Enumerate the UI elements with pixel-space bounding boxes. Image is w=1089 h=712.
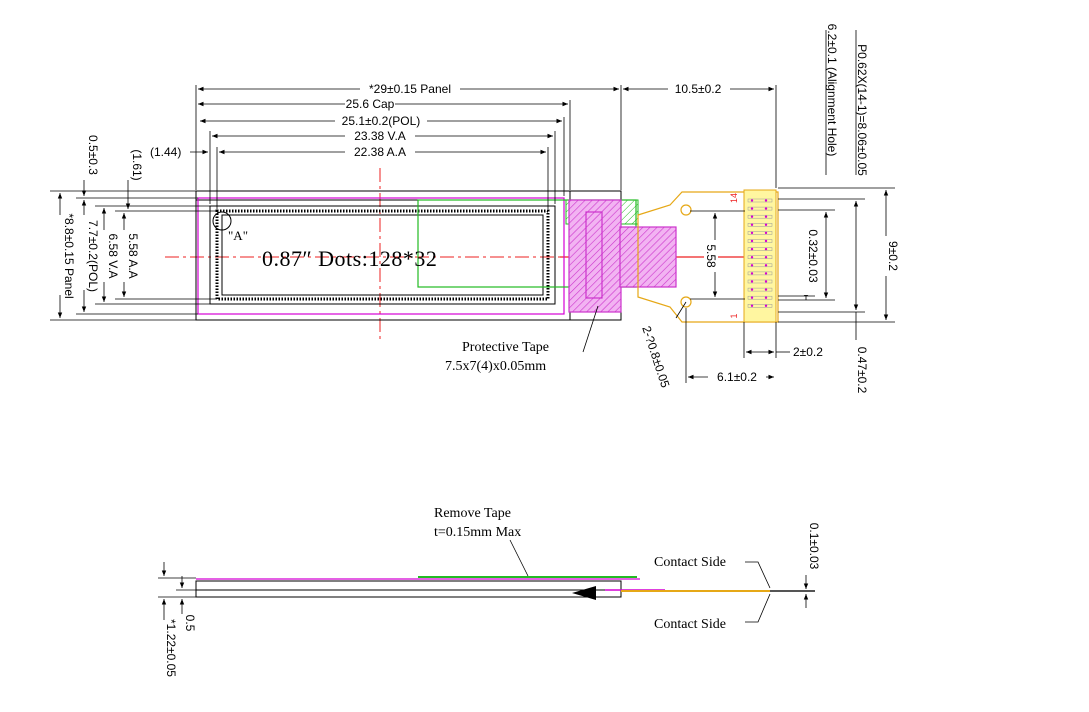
detail-a-circle [212, 211, 232, 231]
contact-side-bottom-leader [745, 593, 771, 623]
side-view: Remove Tape t=0.15mm Max Contact Side Co… [158, 506, 821, 677]
active-area-inner [221, 214, 544, 296]
fpc-protective-area [619, 226, 677, 288]
dim-cap: 25.6 Cap [346, 97, 395, 111]
fpc-pin-dot [750, 256, 754, 259]
fpc-pin [747, 255, 773, 259]
fpc-pin [747, 223, 773, 227]
remove-tape-title: Remove Tape [434, 506, 511, 521]
fpc-pin-dot [750, 223, 754, 226]
fpc-pin [747, 206, 773, 211]
fpc-pin-dot [764, 280, 768, 283]
polarizer-outline [197, 197, 565, 315]
dim-fpc-thickness: 0.1±0.03 [807, 523, 821, 570]
dim-pin-width: 0.32±0.03 [806, 229, 820, 283]
dim-pin-pitch: P0.62X(14-1)=8.06±0.05 [855, 44, 869, 176]
dim-0-47: 0.47±0.2 [855, 347, 869, 394]
fpc-pin-dot [764, 239, 768, 243]
fpc-pin-dot [764, 304, 768, 307]
fpc-pins [747, 198, 773, 308]
fpc-pin-dot [764, 288, 768, 291]
fpc-pin [747, 214, 773, 219]
dim-panel-width: *29±0.15 Panel [369, 82, 451, 96]
fpc-pin-dot [750, 304, 754, 307]
contact-side-top-leader [745, 561, 771, 589]
fpc-pin [747, 304, 773, 308]
contact-side-bottom: Contact Side [654, 617, 726, 632]
side-glass-top [195, 580, 622, 591]
fpc-pin-dot [764, 264, 768, 267]
dim-panel-height: *8.8±0.15 Panel [62, 213, 76, 298]
fpc-pin-dot [750, 231, 754, 235]
alignment-hole-top [680, 204, 692, 216]
fpc-contact-area [743, 189, 777, 323]
dim-2: 2±0.2 [793, 345, 823, 359]
dim-top-offset: 0.5±0.3 [86, 135, 100, 175]
dim-5-58: 5.58 [704, 244, 718, 268]
fpc-pin [747, 295, 773, 300]
driver-ic [585, 211, 603, 299]
side-sealant [572, 586, 596, 600]
fpc-pin-dot [764, 199, 768, 202]
fpc-pin-dot [750, 247, 754, 251]
dim-pol: 25.1±0.2(POL) [342, 114, 421, 128]
protective-tape-title: Protective Tape [462, 340, 549, 355]
active-area [215, 209, 550, 301]
fpc-pin [747, 271, 773, 276]
fpc-pin-dot [750, 207, 754, 210]
detail-a-label: "A" [228, 228, 248, 243]
protective-tape-leader [582, 305, 599, 353]
viewing-area [209, 205, 556, 305]
fpc-pin [747, 231, 773, 235]
fpc-pin [747, 247, 773, 251]
fpc-pin-dot [764, 272, 768, 275]
protective-tape-size: 7.5x7(4)x0.05mm [445, 359, 546, 374]
dim-6-1: 6.1±0.2 [717, 370, 757, 384]
fpc-pin-dot [750, 272, 754, 275]
dim-alignment-hole: 6.2±0.1 (Alignment Hole) [825, 24, 839, 157]
fpc-pin-dot [750, 264, 754, 267]
fpc-pin-dot [750, 296, 754, 299]
dim-total-thickness: *1.22±0.05 [164, 619, 178, 677]
pin-number-14: 14 [729, 193, 739, 203]
dim-hole-diameter: 2-?0.8±0.05 [639, 324, 672, 389]
dim-pol-height: 7.7±0.2(POL) [86, 220, 100, 292]
fpc-pin-dot [764, 296, 768, 299]
display-specification: 0.87″ Dots:128*32 [262, 246, 437, 271]
dim-aa: 22.38 A.A [354, 145, 406, 159]
fpc-pin [747, 287, 773, 292]
fpc-pin-dot [764, 256, 768, 259]
fpc-pin-dot [750, 239, 754, 243]
contact-side-top: Contact Side [654, 555, 726, 570]
dim-fpc-length: 10.5±0.2 [675, 82, 722, 96]
fpc-pin-dot [750, 215, 754, 218]
remove-tape-leader [509, 539, 529, 577]
fpc-pin-dot [764, 223, 768, 226]
pin-number-1: 1 [729, 313, 739, 318]
side-glass-bottom [195, 589, 622, 598]
dim-va-height: 6.58 V.A [106, 234, 120, 279]
fpc-pin-dot [750, 280, 754, 283]
fpc-pin [747, 263, 773, 268]
fpc-pin-dot [750, 199, 754, 202]
fpc-pin-dot [750, 288, 754, 291]
protective-tape [568, 199, 622, 313]
fpc-pin [747, 239, 773, 243]
dim-1-61: (1.61) [130, 149, 144, 180]
fpc-pin-dot [764, 247, 768, 251]
fpc-pin-dot [764, 231, 768, 235]
dim-0-5: 0.5 [183, 615, 197, 632]
fpc-pin-dot [764, 207, 768, 210]
dim-left-offset: (1.44) [150, 145, 181, 159]
dim-fpc-height: 9±0.2 [886, 241, 900, 271]
fpc-pin-dot [764, 215, 768, 218]
top-view: "A" 0.87″ Dots:128*32 *29±0.15 Panel 25.… [50, 24, 900, 394]
dim-va: 23.38 V.A [354, 129, 406, 143]
fpc-pin [747, 198, 773, 203]
dim-aa-height: 5.58 A.A [126, 233, 140, 278]
fpc-pin [747, 279, 773, 284]
remove-tape-thickness: t=0.15mm Max [434, 525, 521, 540]
